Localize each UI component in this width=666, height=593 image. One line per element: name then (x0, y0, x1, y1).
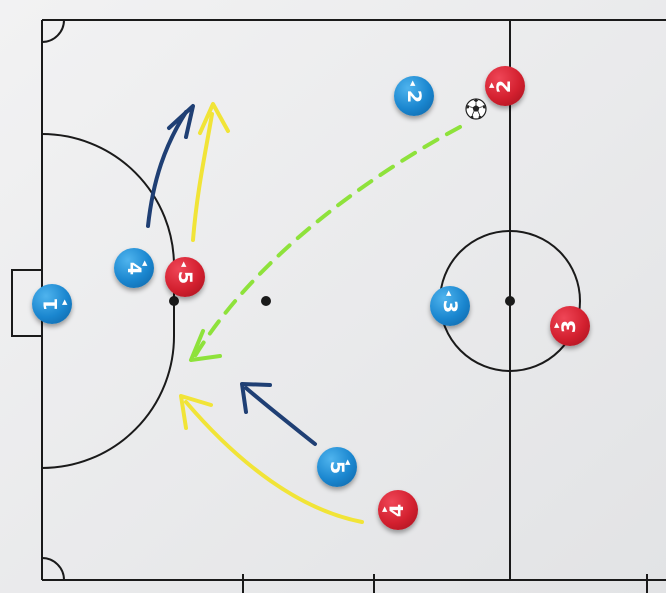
direction-marker-icon: ▲ (489, 81, 495, 89)
player-red-4[interactable]: 4 ▲ (378, 490, 418, 530)
player-blue-1[interactable]: 1 ▲ (32, 284, 72, 324)
player-number: 5 (326, 460, 349, 474)
pass-arrow (193, 125, 462, 358)
direction-marker-icon: ▲ (410, 79, 416, 87)
center-spot (505, 296, 515, 306)
direction-marker-icon: ▲ (345, 458, 351, 466)
penalty-spot (169, 296, 179, 306)
player-blue-4[interactable]: 4 ▲ (114, 248, 154, 288)
player-red-3[interactable]: 3 ▲ (550, 306, 590, 346)
player-number: 4 (386, 503, 409, 517)
second-penalty-spot (261, 296, 271, 306)
player-number: 4 (123, 261, 146, 275)
player-blue-3[interactable]: 3 ▲ (430, 286, 470, 326)
red-5-run-arrow (191, 112, 214, 242)
direction-marker-icon: ▲ (62, 298, 68, 306)
penalty-arc-bottom (41, 335, 175, 469)
player-number: 1 (40, 297, 63, 311)
blue-4-run-arrow (146, 110, 188, 228)
player-number: 2 (493, 79, 516, 93)
red-4-run-arrowhead (179, 394, 213, 430)
red-4-run-arrow (184, 400, 364, 524)
blue-5-run-arrow (244, 386, 317, 446)
red-5-run-arrowhead (198, 102, 230, 135)
blue-5-run-arrowhead (240, 382, 272, 414)
player-number: 3 (439, 299, 462, 313)
direction-marker-icon: ▲ (382, 505, 388, 513)
direction-marker-icon: ▲ (554, 321, 560, 329)
player-number: 5 (174, 270, 197, 284)
blue-4-run-arrowhead (167, 104, 195, 139)
corner-arc-top (41, 19, 65, 43)
penalty-arc-top (41, 133, 175, 267)
direction-marker-icon: ▲ (181, 260, 187, 268)
direction-marker-icon: ▲ (446, 289, 452, 297)
soccer-ball-icon[interactable] (465, 98, 487, 120)
direction-marker-icon: ▲ (142, 259, 148, 267)
player-blue-5[interactable]: 5 ▲ (317, 447, 357, 487)
player-number: 2 (403, 89, 426, 103)
player-red-2[interactable]: 2 ▲ (485, 66, 525, 106)
player-blue-2[interactable]: 2 ▲ (394, 76, 434, 116)
pass-arrowhead (189, 329, 222, 362)
player-number: 3 (558, 319, 581, 333)
player-red-5[interactable]: 5 ▲ (165, 257, 205, 297)
corner-arc-bottom (41, 557, 65, 581)
